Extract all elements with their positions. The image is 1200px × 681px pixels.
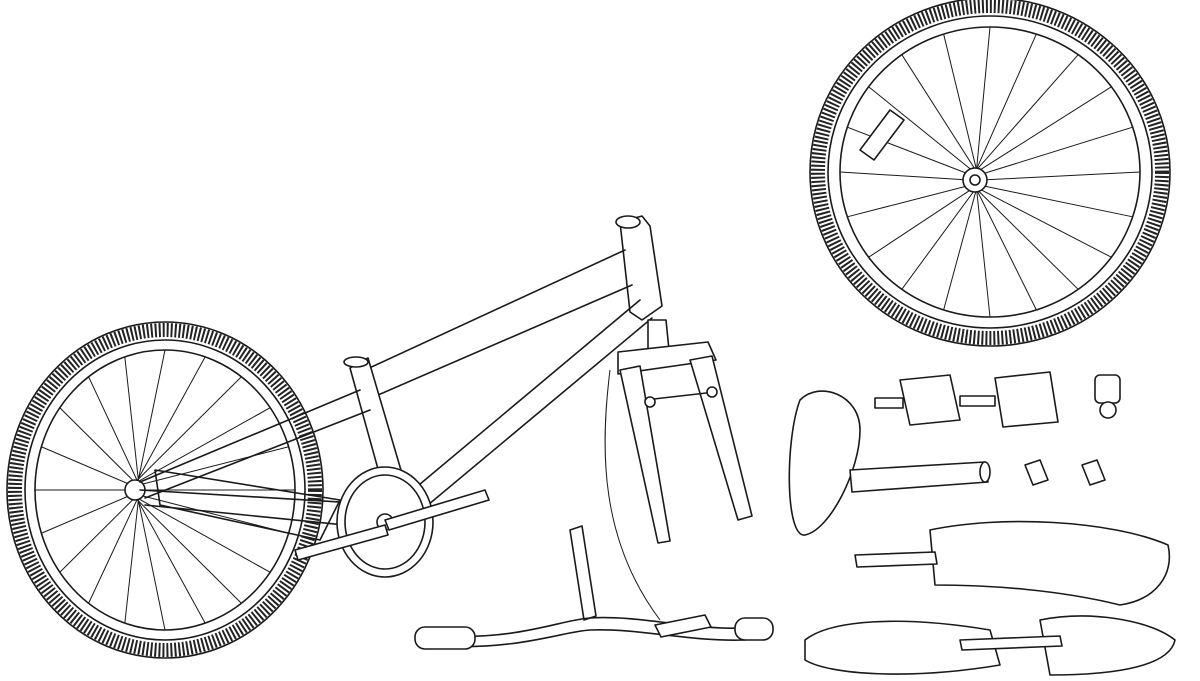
spoke (128, 376, 242, 489)
spoke (868, 86, 978, 175)
spoke (972, 86, 1112, 175)
spoke (978, 184, 1133, 218)
spoke (41, 446, 132, 486)
crank-arm-left (294, 524, 389, 561)
spoke (968, 54, 1079, 179)
front-wheel (809, 0, 1171, 347)
spoke (129, 356, 206, 494)
spoke (978, 126, 1133, 176)
spoke (41, 494, 132, 534)
top-tube (364, 249, 633, 396)
spoke (847, 126, 972, 176)
spoke (868, 185, 978, 258)
reflector (859, 109, 905, 161)
fork-leg-right (689, 355, 753, 521)
spoke (88, 376, 142, 489)
spoke (128, 491, 242, 604)
spoke (88, 491, 142, 604)
fender-stay (854, 551, 938, 568)
spoke (134, 349, 166, 497)
fender-rear (804, 615, 1176, 676)
spoke (969, 33, 1037, 184)
chain-guard (154, 469, 341, 541)
seat-stay (139, 389, 371, 499)
spoke (132, 495, 271, 573)
stem (569, 525, 597, 621)
seat-post (849, 461, 989, 493)
spoke (974, 26, 991, 187)
spoke (59, 407, 138, 485)
fork-leg-left (619, 365, 671, 544)
head-tube (619, 215, 663, 321)
spoke (974, 173, 991, 318)
grip-left (414, 626, 476, 650)
fender-front (854, 520, 1171, 606)
brake-cable (604, 369, 661, 621)
fork-crown (617, 341, 717, 375)
saddle (788, 390, 991, 536)
bell (1094, 374, 1121, 419)
brake-lever (654, 614, 712, 638)
spoke (59, 495, 138, 573)
spoke (839, 171, 970, 181)
spoke (968, 181, 1079, 290)
spoke (972, 185, 1112, 258)
handlebar (414, 525, 774, 650)
bike-frame (139, 215, 663, 578)
spoke (124, 486, 141, 624)
spoke (901, 181, 982, 290)
spoke (969, 176, 1037, 311)
spoke (847, 184, 972, 218)
pedal-left (874, 374, 961, 426)
pedal-right (959, 371, 1059, 428)
front-fork (604, 319, 753, 621)
spoke (943, 176, 981, 311)
spoke (129, 486, 206, 624)
brake-caliper (644, 391, 716, 401)
valve-caps (1024, 459, 1106, 486)
spoke (132, 407, 271, 485)
down-tube (394, 299, 653, 521)
rear-wheel (6, 321, 324, 659)
crank-arm (384, 489, 490, 531)
spoke (138, 446, 289, 486)
spoke (980, 171, 1141, 181)
grip-right (734, 617, 774, 641)
spoke (134, 483, 166, 631)
spoke (901, 54, 982, 179)
spoke (124, 356, 141, 494)
spoke (943, 33, 981, 184)
